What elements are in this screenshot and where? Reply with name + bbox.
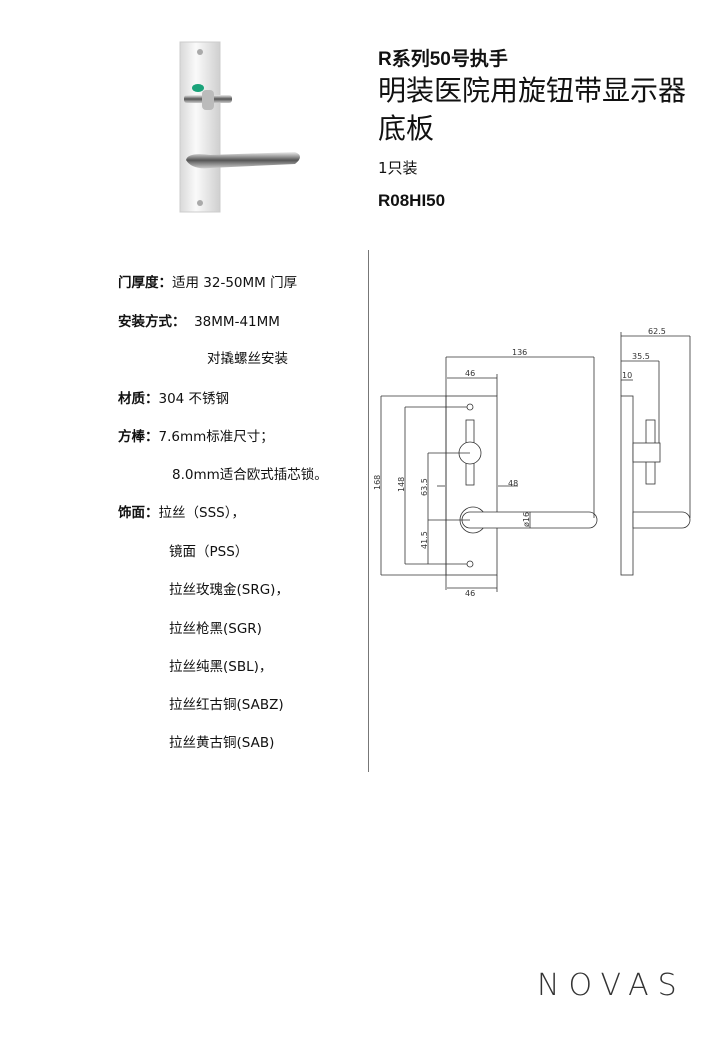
product-photo [179, 41, 300, 213]
dim-63-5: 63.5 [420, 478, 429, 496]
finish-item: 拉丝纯黑(SBL)， [169, 659, 273, 675]
dim-148: 148 [397, 477, 406, 492]
spec-finish: 饰面：拉丝（SSS）， [118, 505, 245, 521]
side-plate [620, 395, 634, 576]
dim-48: 48 [508, 479, 518, 488]
spec-spindle-euro: 8.0mm适合欧式插芯锁。 [172, 467, 328, 483]
finish-item: 拉丝黄古铜(SAB) [169, 735, 275, 751]
finish-item: 拉丝玫瑰金(SRG)， [169, 582, 289, 598]
brand-logo: NOVAS [537, 968, 686, 1003]
product-name: 明装医院用旋钮带显示器底板 [378, 74, 687, 145]
dim-46-top: 46 [465, 369, 475, 378]
spec-installation: 安装方式： 38MM-41MM [118, 314, 280, 330]
dim-168: 168 [373, 475, 382, 490]
spec-door-thickness: 门厚度：适用 32-50MM 门厚 [118, 275, 298, 291]
dim-10: 10 [622, 371, 632, 380]
column-divider [368, 250, 369, 772]
spec-spindle: 方棒：7.6mm标准尺寸； [118, 429, 274, 445]
dim-46-bottom: 46 [465, 589, 475, 598]
dim-16: ø16 [522, 512, 531, 527]
dim-62-5: 62.5 [648, 327, 666, 336]
dim-41-5: 41.5 [420, 531, 429, 549]
spec-material: 材质：304 不锈钢 [118, 391, 230, 407]
product-code: R08HI50 [378, 191, 446, 210]
spec-installation-detail: 对撬螺丝安装 [207, 351, 288, 367]
indicator-icon [192, 84, 204, 92]
dim-136: 136 [512, 348, 527, 357]
finish-item: 拉丝红古铜(SABZ) [169, 697, 284, 713]
series-title: R系列50号执手 [378, 49, 508, 70]
packaging: 1只装 [378, 159, 418, 177]
technical-drawing: 136 46 46 48 62.5 35.5 10 168 148 63.5 4… [373, 327, 691, 598]
dim-35-5: 35.5 [632, 352, 650, 361]
finish-item: 镜面（PSS） [169, 544, 249, 560]
finish-item: 拉丝枪黑(SGR) [169, 621, 262, 637]
